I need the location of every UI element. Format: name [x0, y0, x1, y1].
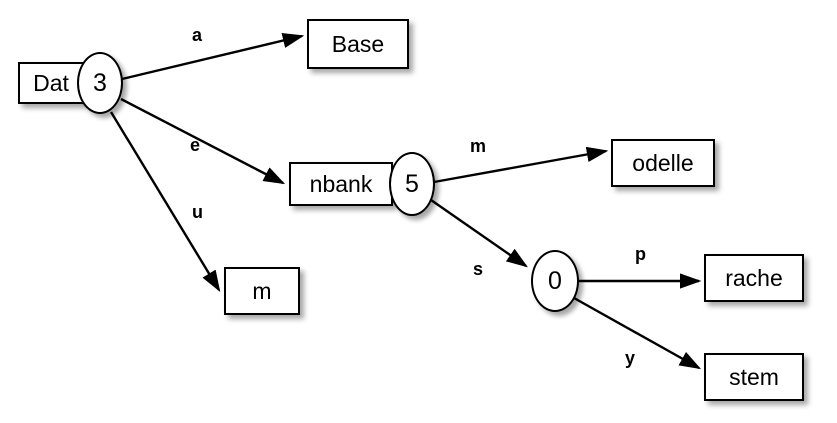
- edge-e-e: [120, 97, 286, 185]
- node-ellipse-label-n5: 5: [405, 169, 419, 198]
- edge-label-e-u: u: [192, 202, 203, 222]
- edge-label-e-p: p: [635, 244, 646, 264]
- node-rect-label-nbase: Base: [331, 30, 385, 57]
- edge-e-s: [430, 199, 528, 268]
- node-rect-label-nodelle: odelle: [632, 149, 694, 176]
- edge-e-m: [433, 146, 609, 184]
- node-rect-label-nstem: stem: [729, 363, 779, 390]
- node-rect-nodelle[interactable]: odelle: [611, 139, 715, 187]
- edge-label-e-s: s: [473, 259, 484, 279]
- node-ellipse-n3[interactable]: 3: [77, 52, 123, 114]
- node-rect-nbase[interactable]: Base: [307, 19, 409, 69]
- node-rect-label-n3: Dat: [33, 69, 69, 96]
- edge-label-e-a: a: [192, 25, 203, 45]
- node-rect-n3[interactable]: Dat: [18, 62, 84, 104]
- node-rect-n5[interactable]: nbank: [289, 162, 393, 206]
- node-ellipse-n0[interactable]: 0: [531, 250, 579, 312]
- node-rect-label-nrache: rache: [725, 264, 783, 291]
- edge-label-e-e: e: [190, 135, 201, 155]
- edge-e-a: [121, 32, 305, 81]
- node-rect-label-n5: nbank: [309, 170, 373, 197]
- node-ellipse-n5[interactable]: 5: [389, 152, 435, 216]
- edge-label-e-y: y: [625, 348, 636, 368]
- edge-label-e-m: m: [470, 136, 487, 156]
- edge-e-u: [109, 111, 221, 293]
- edge-e-y: [573, 296, 702, 370]
- node-ellipse-label-n3: 3: [93, 68, 107, 97]
- node-rect-nstem[interactable]: stem: [704, 353, 804, 401]
- node-rect-label-nm: m: [252, 277, 272, 304]
- node-ellipse-label-n0: 0: [548, 266, 562, 295]
- node-rect-nrache[interactable]: rache: [704, 254, 804, 302]
- node-rect-nm[interactable]: m: [224, 267, 300, 315]
